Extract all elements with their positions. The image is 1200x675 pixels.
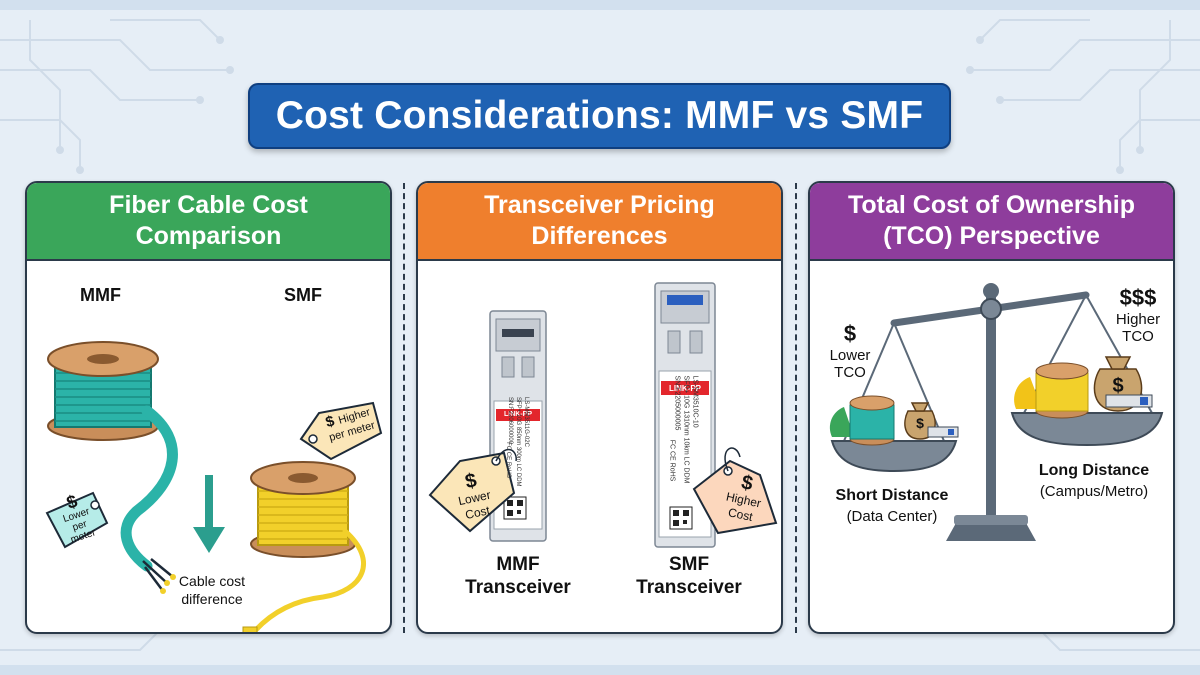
smf-transceiver-caption: SMF Transceiver xyxy=(625,553,753,599)
panel-body-tco: $ Lower TCO $$$ Higher TCO $ $ Short Dis… xyxy=(810,261,1173,632)
long-distance-sub: (Campus/Metro) xyxy=(1039,483,1149,500)
short-distance-sub: (Data Center) xyxy=(846,508,938,525)
mmf-transceiver-caption: MMF Transceiver xyxy=(454,553,582,599)
mmf-caption-line1: MMF xyxy=(496,554,540,575)
mmf-spec: SFP+ 10G 850nm 300m LC DDM xyxy=(515,397,521,487)
lower-tco-line1: Lower xyxy=(829,347,871,364)
smf-spec: SFP+ 10G 1310nm 10km LC DDM xyxy=(682,375,690,484)
panel-body-transceiver: LINK-PP LINK-PP LS-MM3511G-02C SFP+ 10G … xyxy=(418,261,781,632)
mmf-model: LS-MM3511G-02C xyxy=(523,397,529,447)
smf-cert-marks: FC CE RoHS xyxy=(668,439,676,482)
smf-cable-tail-icon xyxy=(242,528,366,632)
panel-header-transceiver: Transceiver Pricing Differences xyxy=(418,183,781,261)
smf-model: LS-SM3510C-10 xyxy=(691,375,699,428)
panel-fiber-cable-cost: Fiber Cable Cost Comparison xyxy=(25,181,392,634)
smf-caption-line1: SMF xyxy=(668,554,710,575)
higher-tco-line2: TCO xyxy=(1122,328,1154,345)
mmf-label: MMF xyxy=(80,285,121,305)
smf-price-tag-icon xyxy=(299,401,383,461)
cable-cost-difference-label: Cable cost difference xyxy=(167,572,257,608)
transceiver-illustration xyxy=(428,282,778,548)
mmf-lower-cost-tag-icon xyxy=(428,448,517,533)
panel-header-line1: Fiber Cable Cost xyxy=(109,191,308,219)
smf-higher-cost-tag-icon xyxy=(692,447,778,535)
balance-scale-icon xyxy=(829,283,1164,541)
long-distance-label: Long Distance (Campus/Metro) xyxy=(1020,460,1168,501)
panel-transceiver-pricing: Transceiver Pricing Differences xyxy=(416,181,783,634)
divider-left xyxy=(403,183,405,633)
short-distance-transceiver-icon xyxy=(927,426,959,438)
mmf-price-tag-icon xyxy=(45,491,109,549)
mmf-spool-icon xyxy=(47,341,159,441)
higher-tco-symbol: $$$ xyxy=(1119,285,1157,310)
long-distance-spool-icon xyxy=(1035,362,1089,419)
panel-header-line2: Comparison xyxy=(135,222,282,250)
mmf-brand-label: LINK-PP xyxy=(504,411,532,418)
short-distance-spool-icon xyxy=(849,395,895,446)
panel-header-tco: Total Cost of Ownership (TCO) Perspectiv… xyxy=(810,183,1173,261)
fiber-cable-illustration xyxy=(45,341,383,632)
lower-tco-label: $ Lower TCO xyxy=(822,321,878,381)
panel-header-line2: (TCO) Perspective xyxy=(883,222,1100,250)
mmf-cable-tail-icon xyxy=(120,405,178,594)
long-distance-transceiver-icon xyxy=(1105,394,1153,408)
higher-tco-label: $$$ Higher TCO xyxy=(1108,285,1168,345)
divider-right xyxy=(795,183,797,633)
lower-tco-line2: TCO xyxy=(834,364,866,381)
long-bag-dollar: $ xyxy=(1112,375,1124,397)
panel-body-fiber-cable: MMF SMF $ Lower per meter $ Higher per m… xyxy=(27,261,390,632)
higher-tco-line1: Higher xyxy=(1115,311,1161,328)
smf-caption-line2: Transceiver xyxy=(636,577,742,598)
short-distance-label: Short Distance (Data Center) xyxy=(822,485,962,526)
smf-label: SMF xyxy=(284,285,322,305)
balance-scale-illustration xyxy=(829,283,1164,541)
long-distance-title: Long Distance xyxy=(1038,462,1150,479)
smf-module-text: LS-SM3510C-10 SFP+ 10G 1310nm 10km LC DD… xyxy=(673,376,700,506)
panel-header-fiber-cable: Fiber Cable Cost Comparison xyxy=(27,183,390,261)
smf-spool-icon xyxy=(250,461,356,558)
cable-cost-difference-arrow-icon xyxy=(193,475,225,553)
panel-header-line1: Total Cost of Ownership xyxy=(847,191,1136,219)
mmf-caption-line2: Transceiver xyxy=(465,577,571,598)
lower-tco-symbol: $ xyxy=(843,321,857,346)
panel-header-line1: Transceiver Pricing xyxy=(484,191,715,219)
page-title: Cost Considerations: MMF vs SMF xyxy=(248,83,951,149)
mmf-cert-marks: FC CE RoHS xyxy=(505,442,511,478)
panel-header-line2: Differences xyxy=(531,222,668,250)
short-bag-dollar: $ xyxy=(916,415,924,431)
smf-brand-label: LINK-PP xyxy=(669,384,701,393)
smf-transceiver-icon xyxy=(654,282,716,548)
short-distance-title: Short Distance xyxy=(835,487,949,504)
arrow-label-line1: Cable cost xyxy=(178,573,246,589)
panel-tco-perspective: Total Cost of Ownership (TCO) Perspectiv… xyxy=(808,181,1175,634)
arrow-label-line2: difference xyxy=(181,591,243,607)
